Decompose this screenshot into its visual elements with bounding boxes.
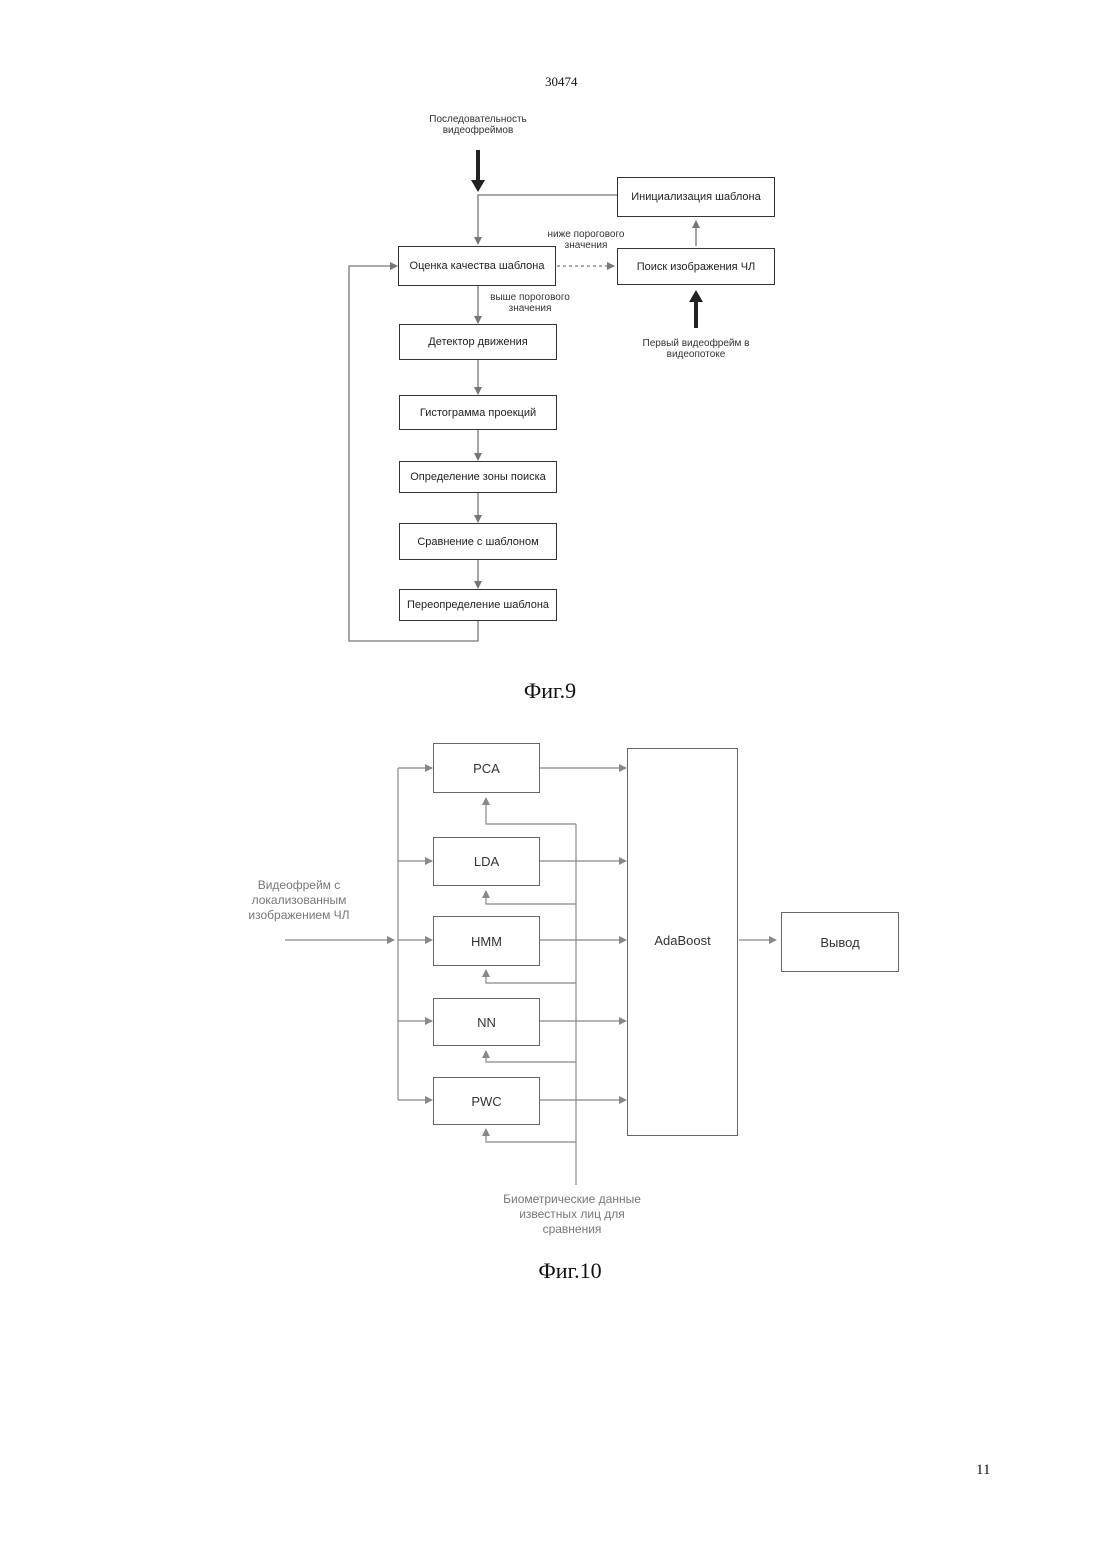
- box-template-init: Инициализация шаблона: [617, 177, 775, 217]
- classifier-lda: LDA: [433, 837, 540, 886]
- fig9-diagram: Последовательность видеофреймов Инициали…: [340, 100, 800, 700]
- box-search-zone: Определение зоны поиска: [399, 461, 557, 493]
- box-projection-histogram: Гистограмма проекций: [399, 395, 557, 430]
- classifier-pwc: PWC: [433, 1077, 540, 1125]
- page-number: 11: [976, 1462, 990, 1479]
- document-number: 30474: [545, 74, 578, 90]
- classifier-hmm: HMM: [433, 916, 540, 966]
- box-face-search: Поиск изображения ЧЛ: [617, 248, 775, 285]
- classifier-pca: PCA: [433, 743, 540, 793]
- fig9-caption: Фиг.9: [490, 678, 610, 704]
- box-template-redefine: Переопределение шаблона: [399, 589, 557, 621]
- fig10-caption: Фиг.10: [500, 1258, 640, 1284]
- fig10-biometric-label: Биометрические данные известных лиц для …: [492, 1192, 652, 1237]
- output-block: Вывод: [781, 912, 899, 972]
- adaboost-block: AdaBoost: [627, 748, 738, 1136]
- fig10-connectors: [230, 730, 910, 1250]
- box-template-quality: Оценка качества шаблона: [398, 246, 556, 286]
- box-template-compare: Сравнение с шаблоном: [399, 523, 557, 560]
- box-motion-detector: Детектор движения: [399, 324, 557, 360]
- label-above-threshold: выше порогового значения: [480, 292, 580, 314]
- classifier-nn: NN: [433, 998, 540, 1046]
- fig10-input-label: Видеофрейм с локализованным изображением…: [230, 878, 368, 923]
- fig9-input-label: Последовательность видеофреймов: [418, 114, 538, 136]
- fig10-diagram: Видеофрейм с локализованным изображением…: [230, 730, 910, 1250]
- fig9-first-frame-label: Первый видеофрейм в видеопотоке: [634, 338, 758, 360]
